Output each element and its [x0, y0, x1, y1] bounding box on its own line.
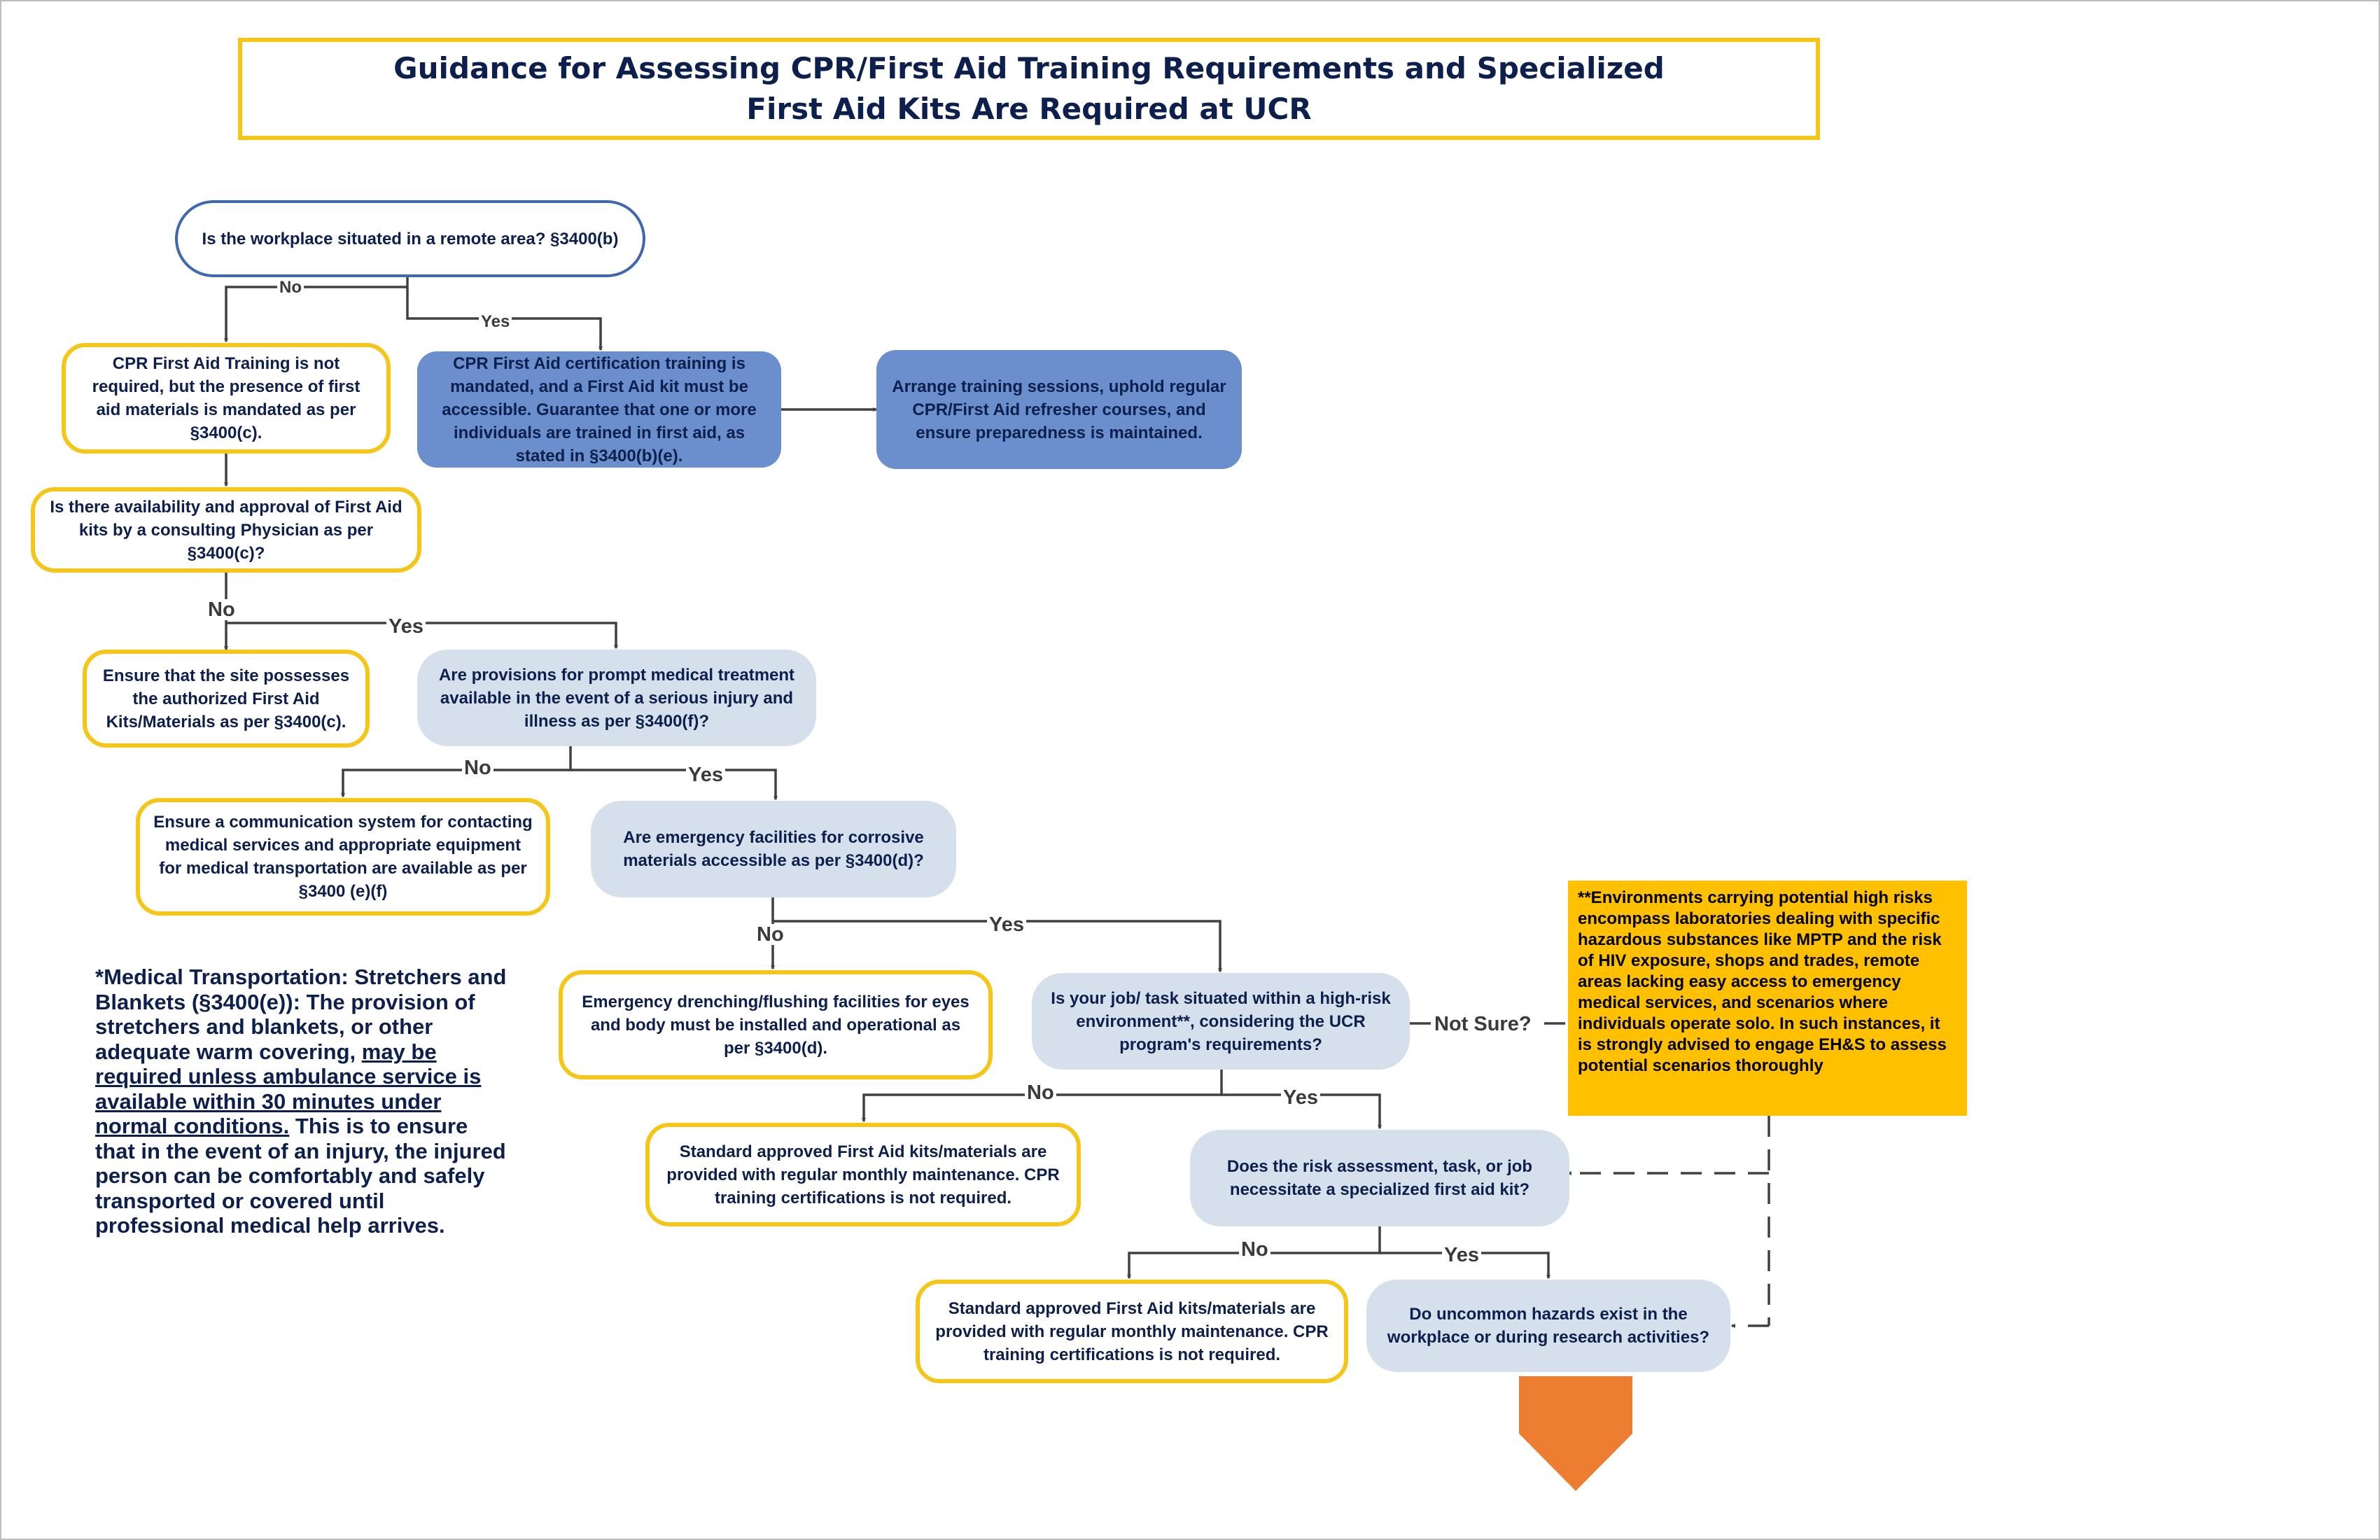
node-remote-area: Is the workplace situated in a remote ar… [175, 200, 645, 277]
node-kits-approved: Is there availability and approval of Fi… [31, 487, 421, 573]
label-highrisk-no: No [1025, 1082, 1056, 1103]
node-cpr-mandated: CPR First Aid certification training is … [417, 351, 781, 468]
label-remote-yes: Yes [479, 312, 512, 332]
node-cpr-not-required: CPR First Aid Training is not required, … [62, 343, 391, 454]
edge-highrisk-yes [1222, 1093, 1382, 1130]
node-arrange-training: Arrange training sessions, uphold regula… [876, 350, 1242, 469]
title-box: Guidance for Assessing CPR/First Aid Tra… [238, 38, 1820, 140]
node-drenching-facilities: Emergency drenching/flushing facilities … [559, 970, 993, 1079]
node-communication-system: Ensure a communication system for contac… [136, 798, 550, 916]
label-specialized-no: No [1239, 1239, 1270, 1260]
label-kits-no: No [206, 599, 237, 620]
edge-prompt-no [341, 746, 572, 798]
label-corrosive-no: No [755, 924, 786, 945]
node-corrosive-facilities: Are emergency facilities for corrosive m… [591, 801, 956, 897]
node-standard-kits-2: Standard approved First Aid kits/materia… [916, 1280, 1348, 1383]
edge-corrosive-yes [773, 920, 1222, 973]
edge-specialized-yes [1380, 1252, 1550, 1280]
label-prompt-yes: Yes [686, 764, 725, 785]
side-note-text-2: This is to ensure that in the event of a… [95, 1114, 506, 1238]
page-title: Guidance for Assessing CPR/First Aid Tra… [393, 51, 1665, 126]
label-kits-yes: Yes [386, 616, 426, 637]
node-prompt-treatment: Are provisions for prompt medical treatm… [417, 650, 816, 746]
medical-transportation-note: *Medical Transportation: Stretchers and … [95, 965, 508, 1238]
label-highrisk-yes: Yes [1281, 1087, 1320, 1108]
side-note-underlined: may be required unless ambulance service… [95, 1039, 482, 1139]
high-risk-note: **Environments carrying potential high r… [1568, 881, 1967, 1116]
continue-arrow [1519, 1376, 1632, 1491]
side-note-text-1: *Medical Transportation: Stretchers and … [95, 965, 507, 1064]
edge-kits-yes [226, 622, 618, 650]
edge-remote-no [224, 286, 407, 343]
node-specialized-kit: Does the risk assessment, task, or job n… [1190, 1130, 1569, 1226]
edge-prompt-yes [570, 769, 778, 801]
node-uncommon-hazards: Do uncommon hazards exist in the workpla… [1366, 1280, 1730, 1372]
label-specialized-yes: Yes [1442, 1245, 1481, 1266]
node-standard-kits-1: Standard approved First Aid kits/materia… [645, 1123, 1081, 1226]
label-not-sure: Not Sure? [1432, 1014, 1534, 1035]
label-remote-no: No [277, 277, 304, 298]
node-high-risk: Is your job/ task situated within a high… [1032, 973, 1410, 1070]
node-ensure-kits: Ensure that the site possesses the autho… [83, 650, 370, 748]
label-corrosive-yes: Yes [987, 914, 1026, 935]
label-prompt-no: No [462, 757, 493, 778]
